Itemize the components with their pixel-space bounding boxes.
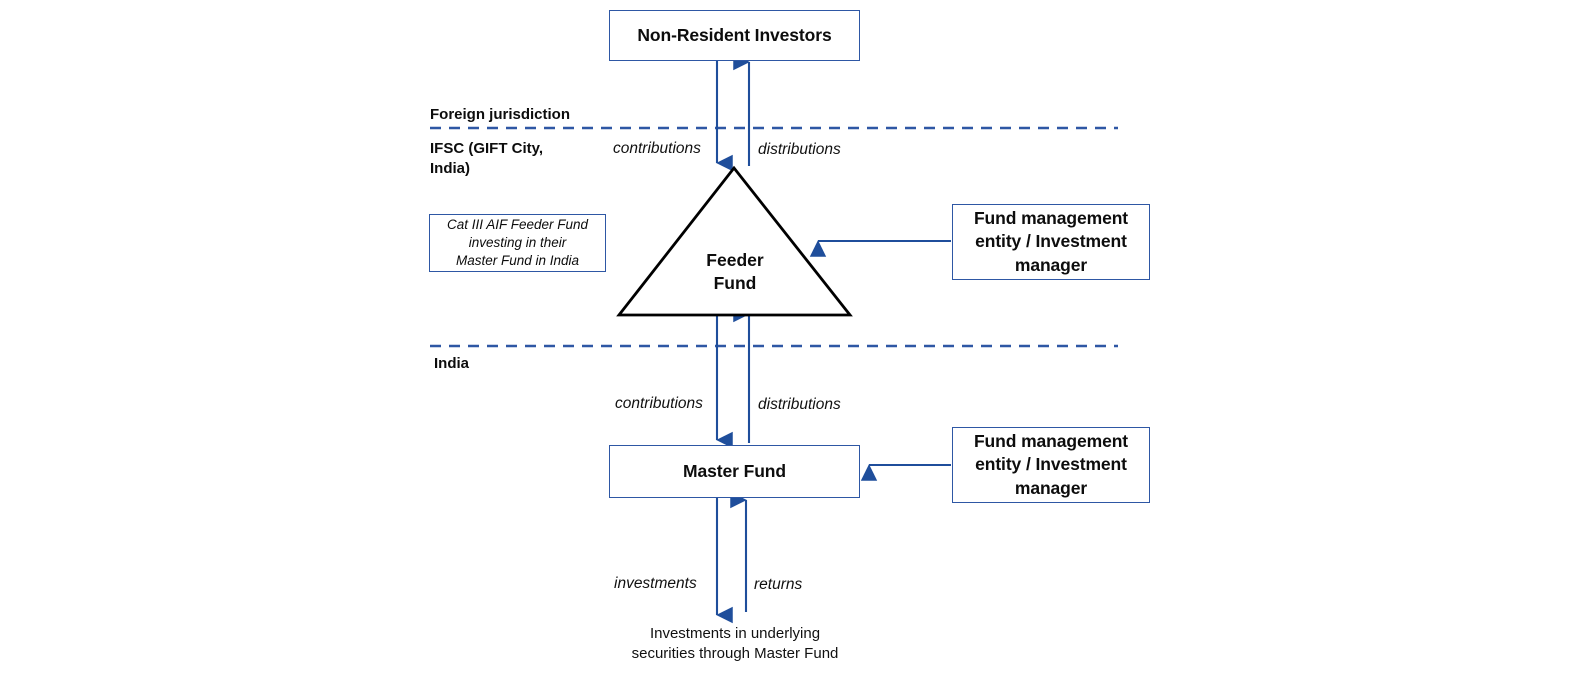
flow-label-distributions-top: distributions: [758, 141, 841, 158]
master-fund-label: Master Fund: [683, 460, 786, 481]
flow-label-contributions-top: contributions: [613, 140, 701, 157]
fund-manager-master-line2: entity / Investment: [975, 454, 1127, 475]
region-label-foreign-jurisdiction: Foreign jurisdiction: [430, 106, 571, 123]
node-master-fund[interactable]: Master Fund: [609, 445, 860, 498]
node-fund-manager-master[interactable]: Fund management entity / Investment mana…: [952, 427, 1150, 503]
region-label-india: India: [434, 355, 470, 372]
fund-manager-master-text: Fund management entity / Investment mana…: [974, 430, 1128, 501]
cat-note-text: Cat III AIF Feeder Fund investing in the…: [447, 216, 588, 270]
feeder-fund-label: Feeder Fund: [655, 249, 815, 295]
flow-label-investments: investments: [614, 575, 697, 592]
fund-manager-master-line3: manager: [1014, 477, 1088, 498]
non-resident-investors-label: Non-Resident Investors: [637, 24, 832, 45]
fund-manager-feeder-line1: Fund management: [973, 207, 1129, 228]
fund-manager-master-line1: Fund management: [973, 430, 1129, 451]
note-cat-iii-aif-feeder-fund[interactable]: Cat III AIF Feeder Fund investing in the…: [429, 214, 606, 272]
region-label-ifsc: IFSC (GIFT City, India): [430, 139, 600, 179]
node-non-resident-investors[interactable]: Non-Resident Investors: [609, 10, 860, 61]
node-fund-manager-feeder[interactable]: Fund management entity / Investment mana…: [952, 204, 1150, 280]
fund-manager-feeder-line3: manager: [1014, 254, 1088, 275]
flow-label-returns: returns: [754, 576, 803, 593]
region-label-ifsc-line1: IFSC (GIFT City,: [430, 140, 544, 157]
feeder-fund-label-line1: Feeder: [706, 250, 764, 270]
underlying-securities-line2: securities through Master Fund: [631, 644, 839, 662]
feeder-fund-label-line2: Fund: [713, 272, 757, 293]
fund-manager-feeder-line2: entity / Investment: [975, 231, 1127, 252]
cat-note-line1: Cat III AIF Feeder Fund: [446, 217, 589, 233]
fund-manager-feeder-text: Fund management entity / Investment mana…: [974, 207, 1128, 278]
cat-note-line3: Master Fund in India: [455, 252, 580, 268]
node-underlying-securities: Investments in underlying securities thr…: [585, 624, 885, 663]
underlying-securities-line1: Investments in underlying: [649, 625, 821, 642]
cat-note-line2: investing in their: [468, 235, 567, 251]
flow-label-distributions-bottom: distributions: [758, 396, 841, 413]
region-label-ifsc-line2: India): [430, 159, 470, 177]
flow-label-contributions-bottom: contributions: [615, 395, 703, 412]
